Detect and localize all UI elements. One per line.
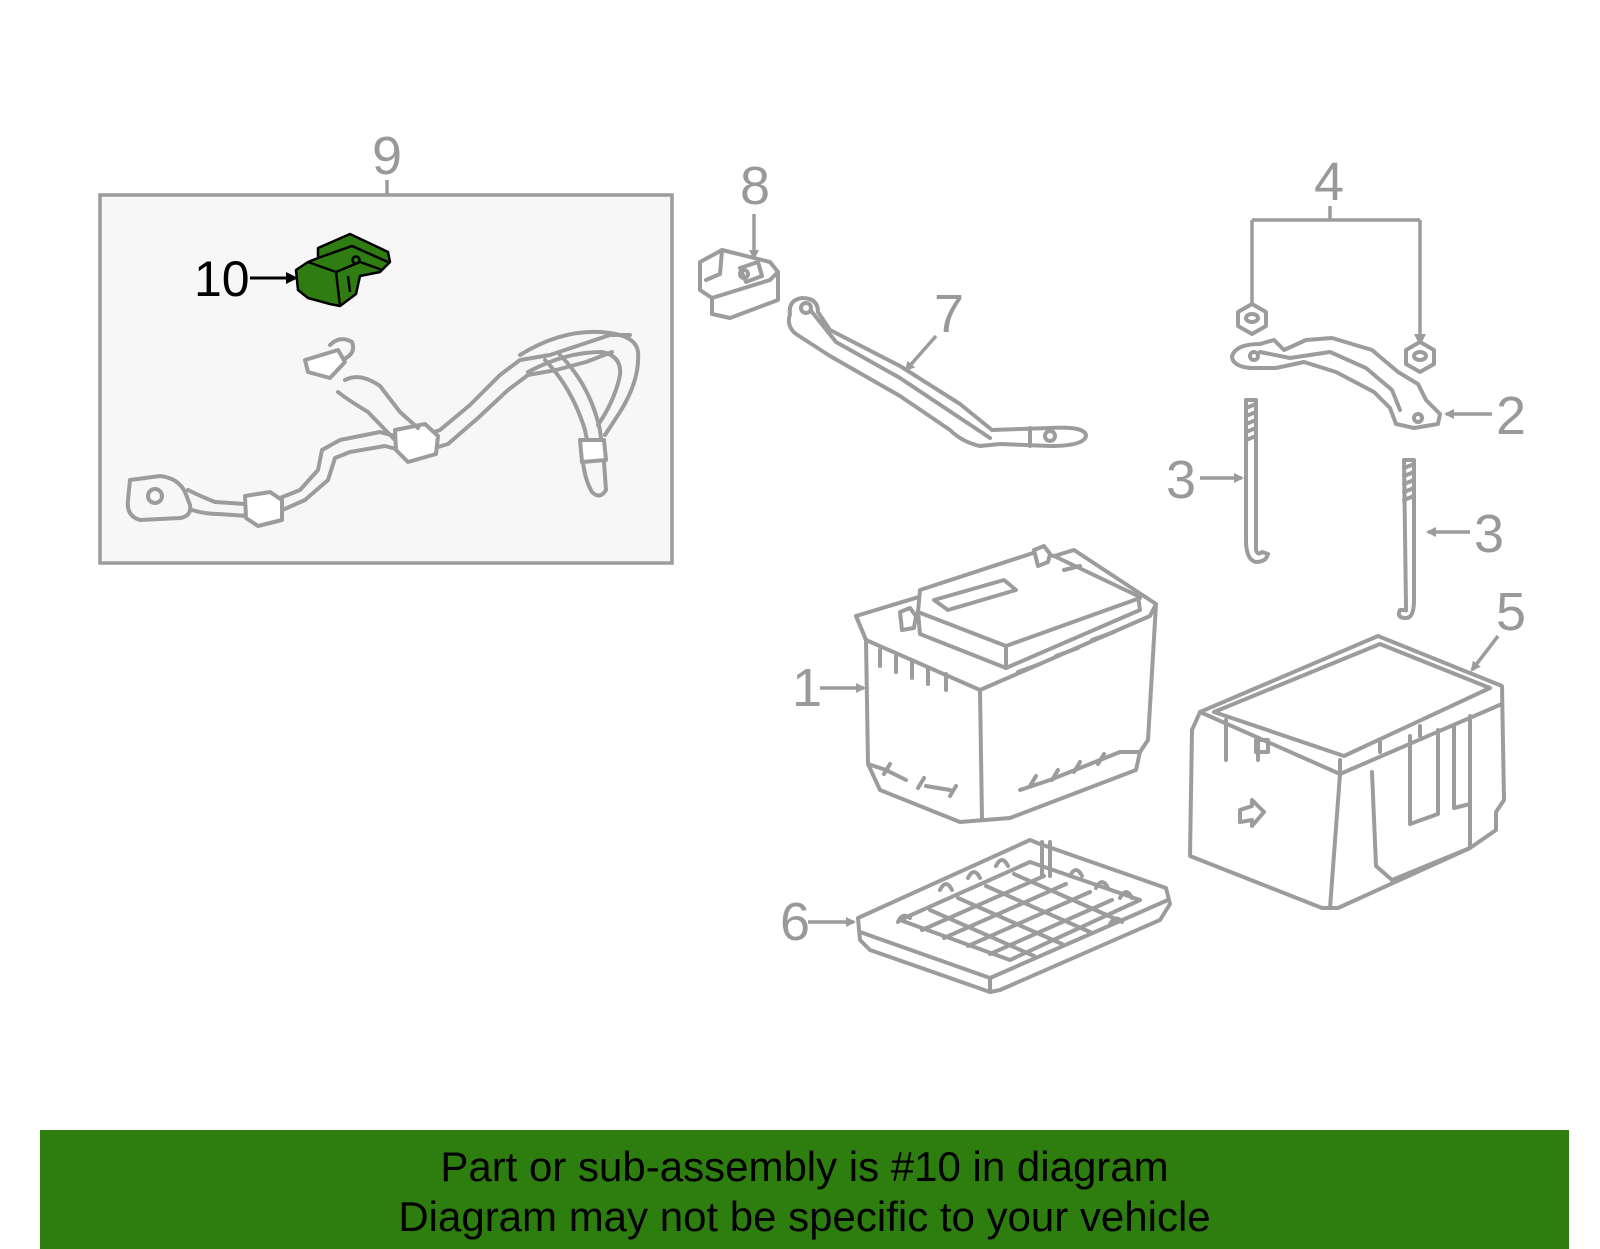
part-6-battery-base[interactable] [856,838,1172,994]
callout-4[interactable]: 4 [1314,152,1344,212]
banner-line-2: Diagram may not be specific to your vehi… [398,1193,1211,1240]
subassembly-9-group: 9 10 [98,126,674,565]
callout-5-leader [1470,634,1500,672]
part-10-highlighted[interactable] [294,232,392,308]
callout-6[interactable]: 6 [780,892,810,952]
part-1-battery[interactable] [854,544,1158,824]
part-5-group: 5 [1188,582,1526,910]
part-5-battery-box[interactable] [1188,634,1506,910]
part-8-clamp[interactable] [698,248,780,320]
part-7-holddown-bar[interactable] [786,296,1088,448]
callout-7-leader [904,334,938,372]
part-4-group: 4 [1236,152,1436,374]
part-4-nut-right[interactable] [1404,340,1436,374]
part-3-group: 3 3 [1166,398,1504,620]
part-2-group: 2 [1230,336,1526,446]
info-banner: Part or sub-assembly is #10 in diagram D… [40,1130,1569,1249]
callout-7[interactable]: 7 [934,284,964,344]
banner-line-1: Part or sub-assembly is #10 in diagram [440,1143,1169,1190]
part-1-group: 1 [792,544,1158,824]
callout-1[interactable]: 1 [792,658,822,718]
callout-3b[interactable]: 3 [1474,504,1504,564]
part-8-group: 8 [698,156,780,320]
callout-4-leader [1250,206,1422,338]
callout-8[interactable]: 8 [740,156,770,216]
callout-10[interactable]: 10 [194,251,250,307]
callout-3a[interactable]: 3 [1166,450,1196,510]
callout-5[interactable]: 5 [1496,582,1526,642]
battery-cable-harness[interactable] [125,329,641,528]
part-7-group: 7 [786,284,1088,448]
part-3-rod-right[interactable] [1396,458,1416,620]
part-6-group: 6 [780,838,1172,994]
part-4-nut-left[interactable] [1236,302,1268,336]
callout-2[interactable]: 2 [1496,386,1526,446]
part-2-bracket[interactable] [1230,336,1442,430]
callout-9[interactable]: 9 [372,126,402,186]
part-3-rod-left[interactable] [1244,398,1270,564]
